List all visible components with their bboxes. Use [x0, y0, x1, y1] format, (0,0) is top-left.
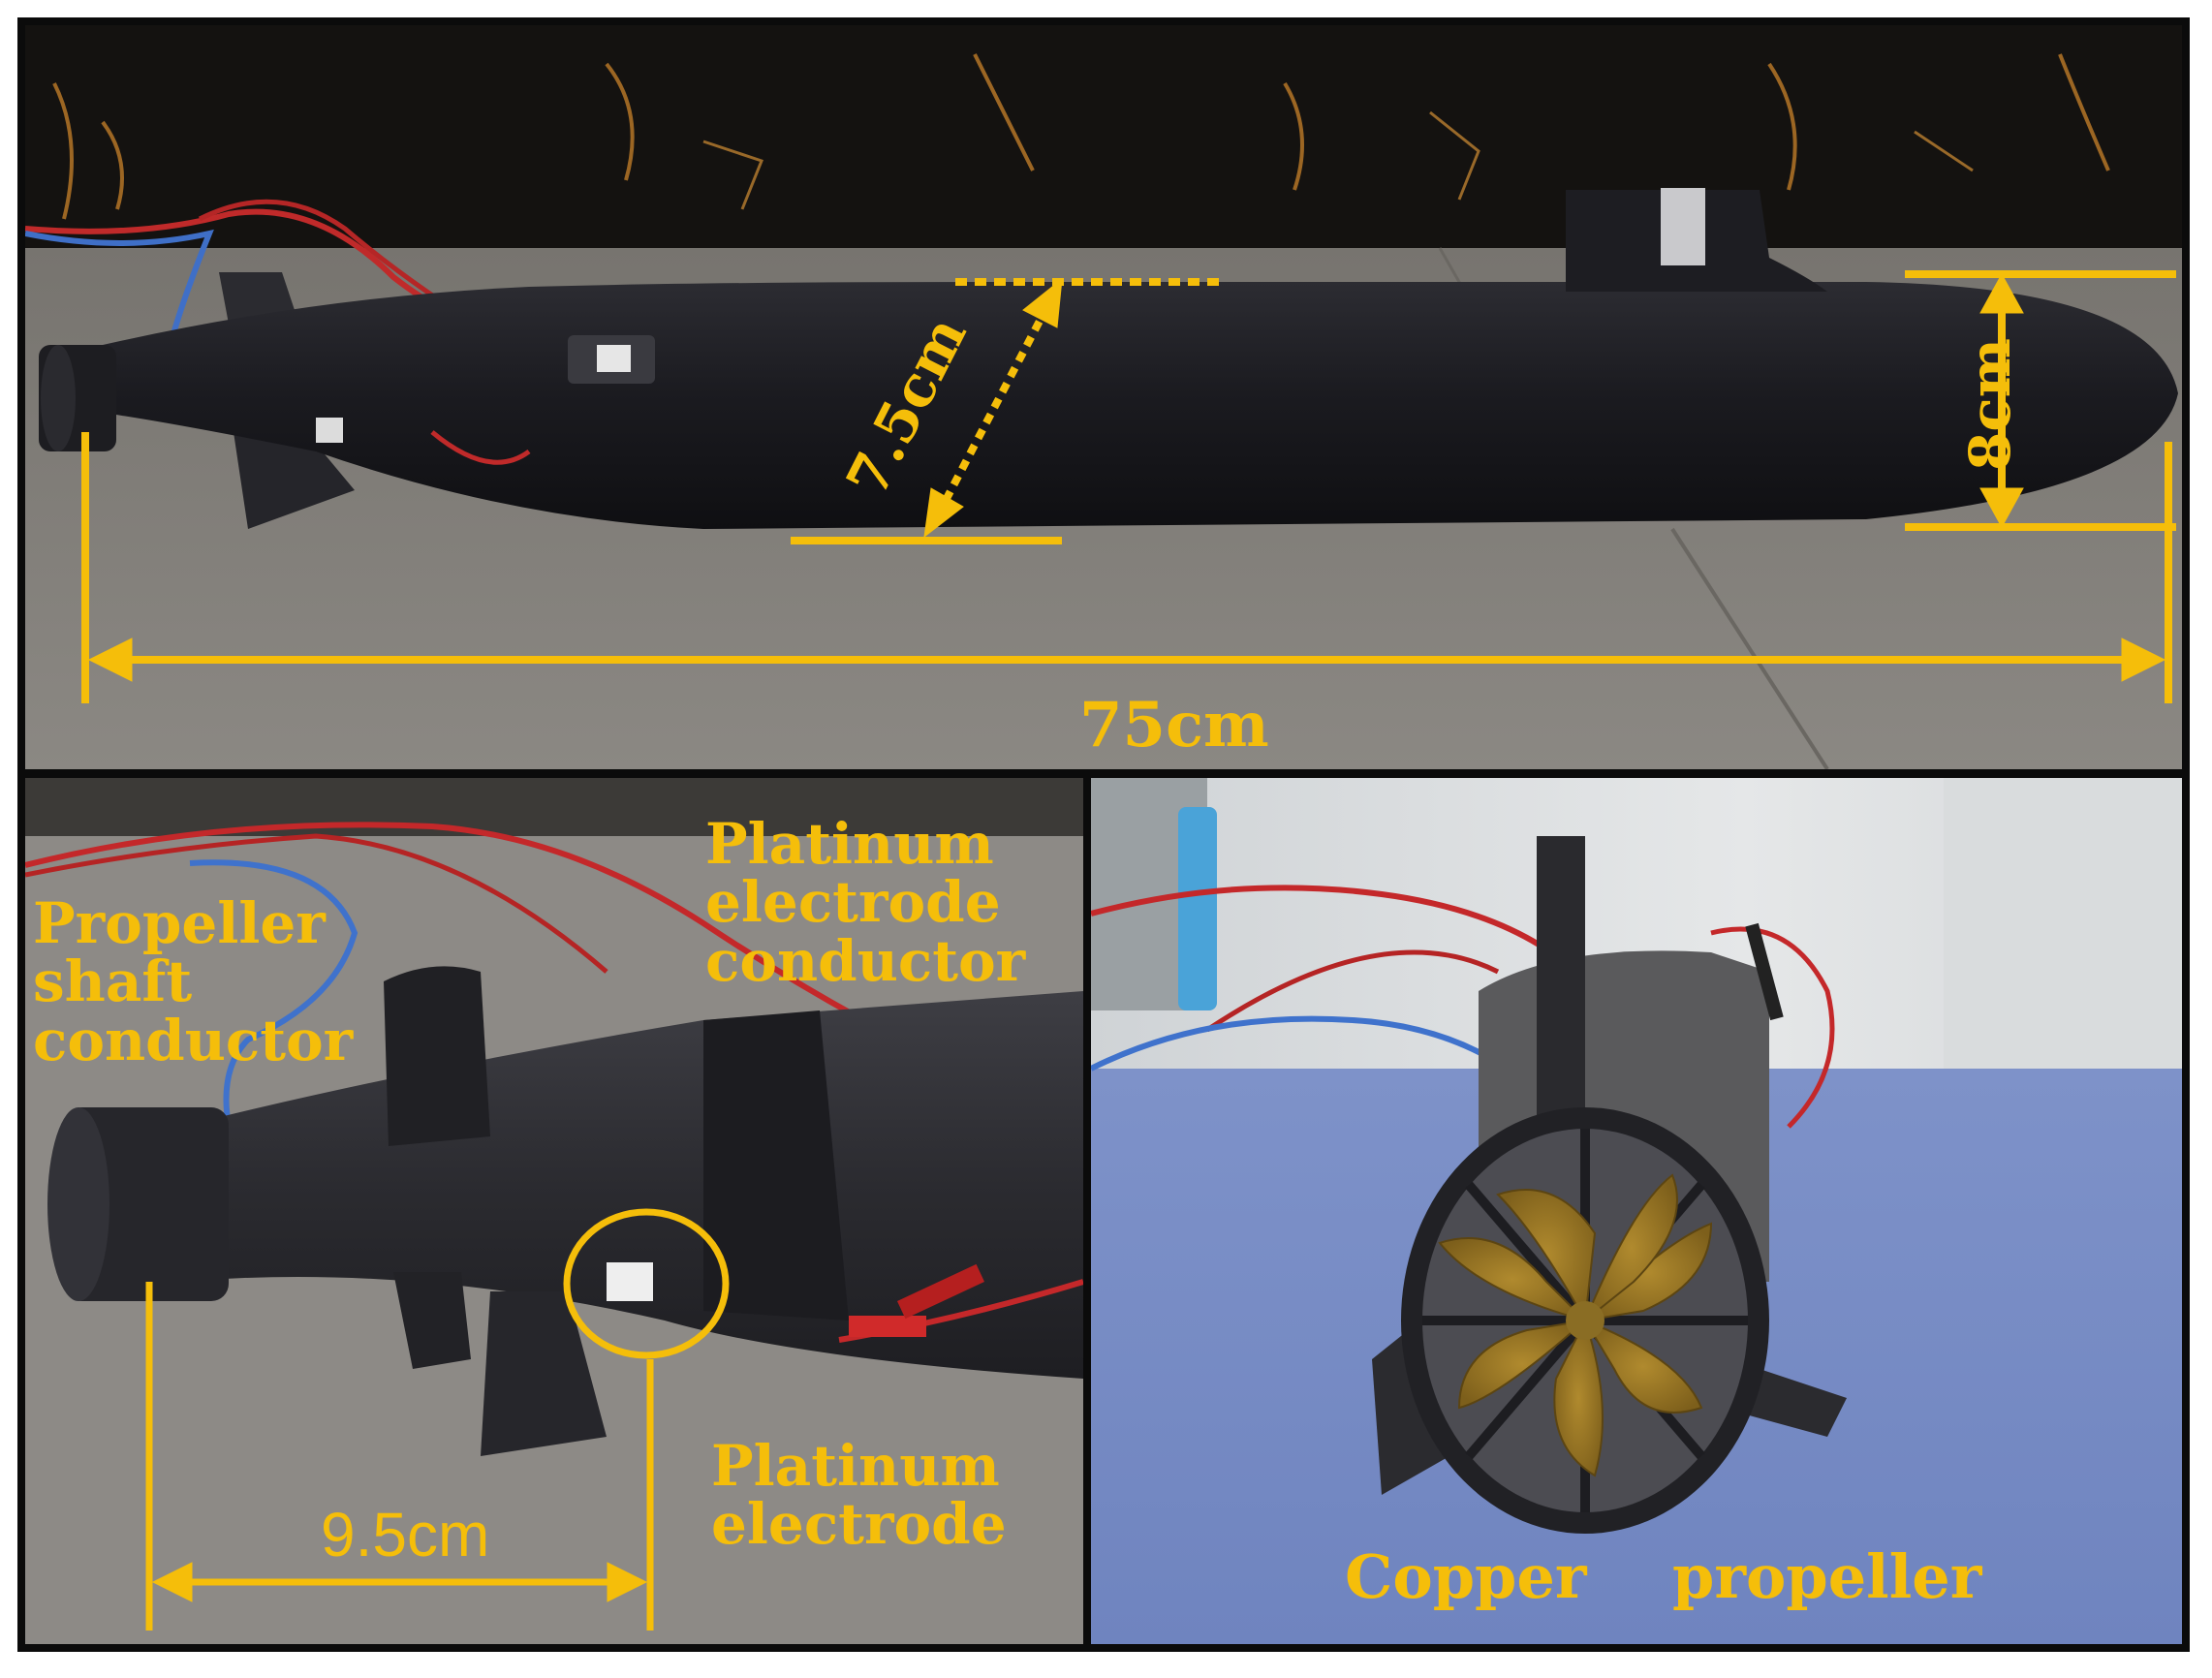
propeller-closeup-photo — [1091, 778, 2182, 1644]
platinum-electrode-label: Platinum electrode — [711, 1433, 1007, 1558]
propeller-label: propeller — [1672, 1541, 1982, 1612]
top-panel-submarine-overview: 7.5cm 8cm 75cm — [17, 17, 2190, 777]
platinum-electrode-conductor-label: Platinum electrode conductor — [705, 811, 1026, 994]
stern-closeup-photo — [25, 778, 1083, 1644]
distance-label: 9.5cm — [321, 1500, 490, 1569]
submarine-side-photo — [25, 25, 2182, 769]
copper-label: Copper — [1345, 1541, 1587, 1612]
length-label: 75cm — [1079, 689, 1269, 761]
propeller-shaft-conductor-label: Propeller shaft conductor — [33, 890, 354, 1073]
height-label: 8cm — [1957, 337, 2023, 471]
bottom-right-panel-propeller: Copper propeller — [1083, 770, 2190, 1652]
bottom-left-panel-stern-detail: Propeller shaft conductor Platinum elect… — [17, 770, 1091, 1652]
